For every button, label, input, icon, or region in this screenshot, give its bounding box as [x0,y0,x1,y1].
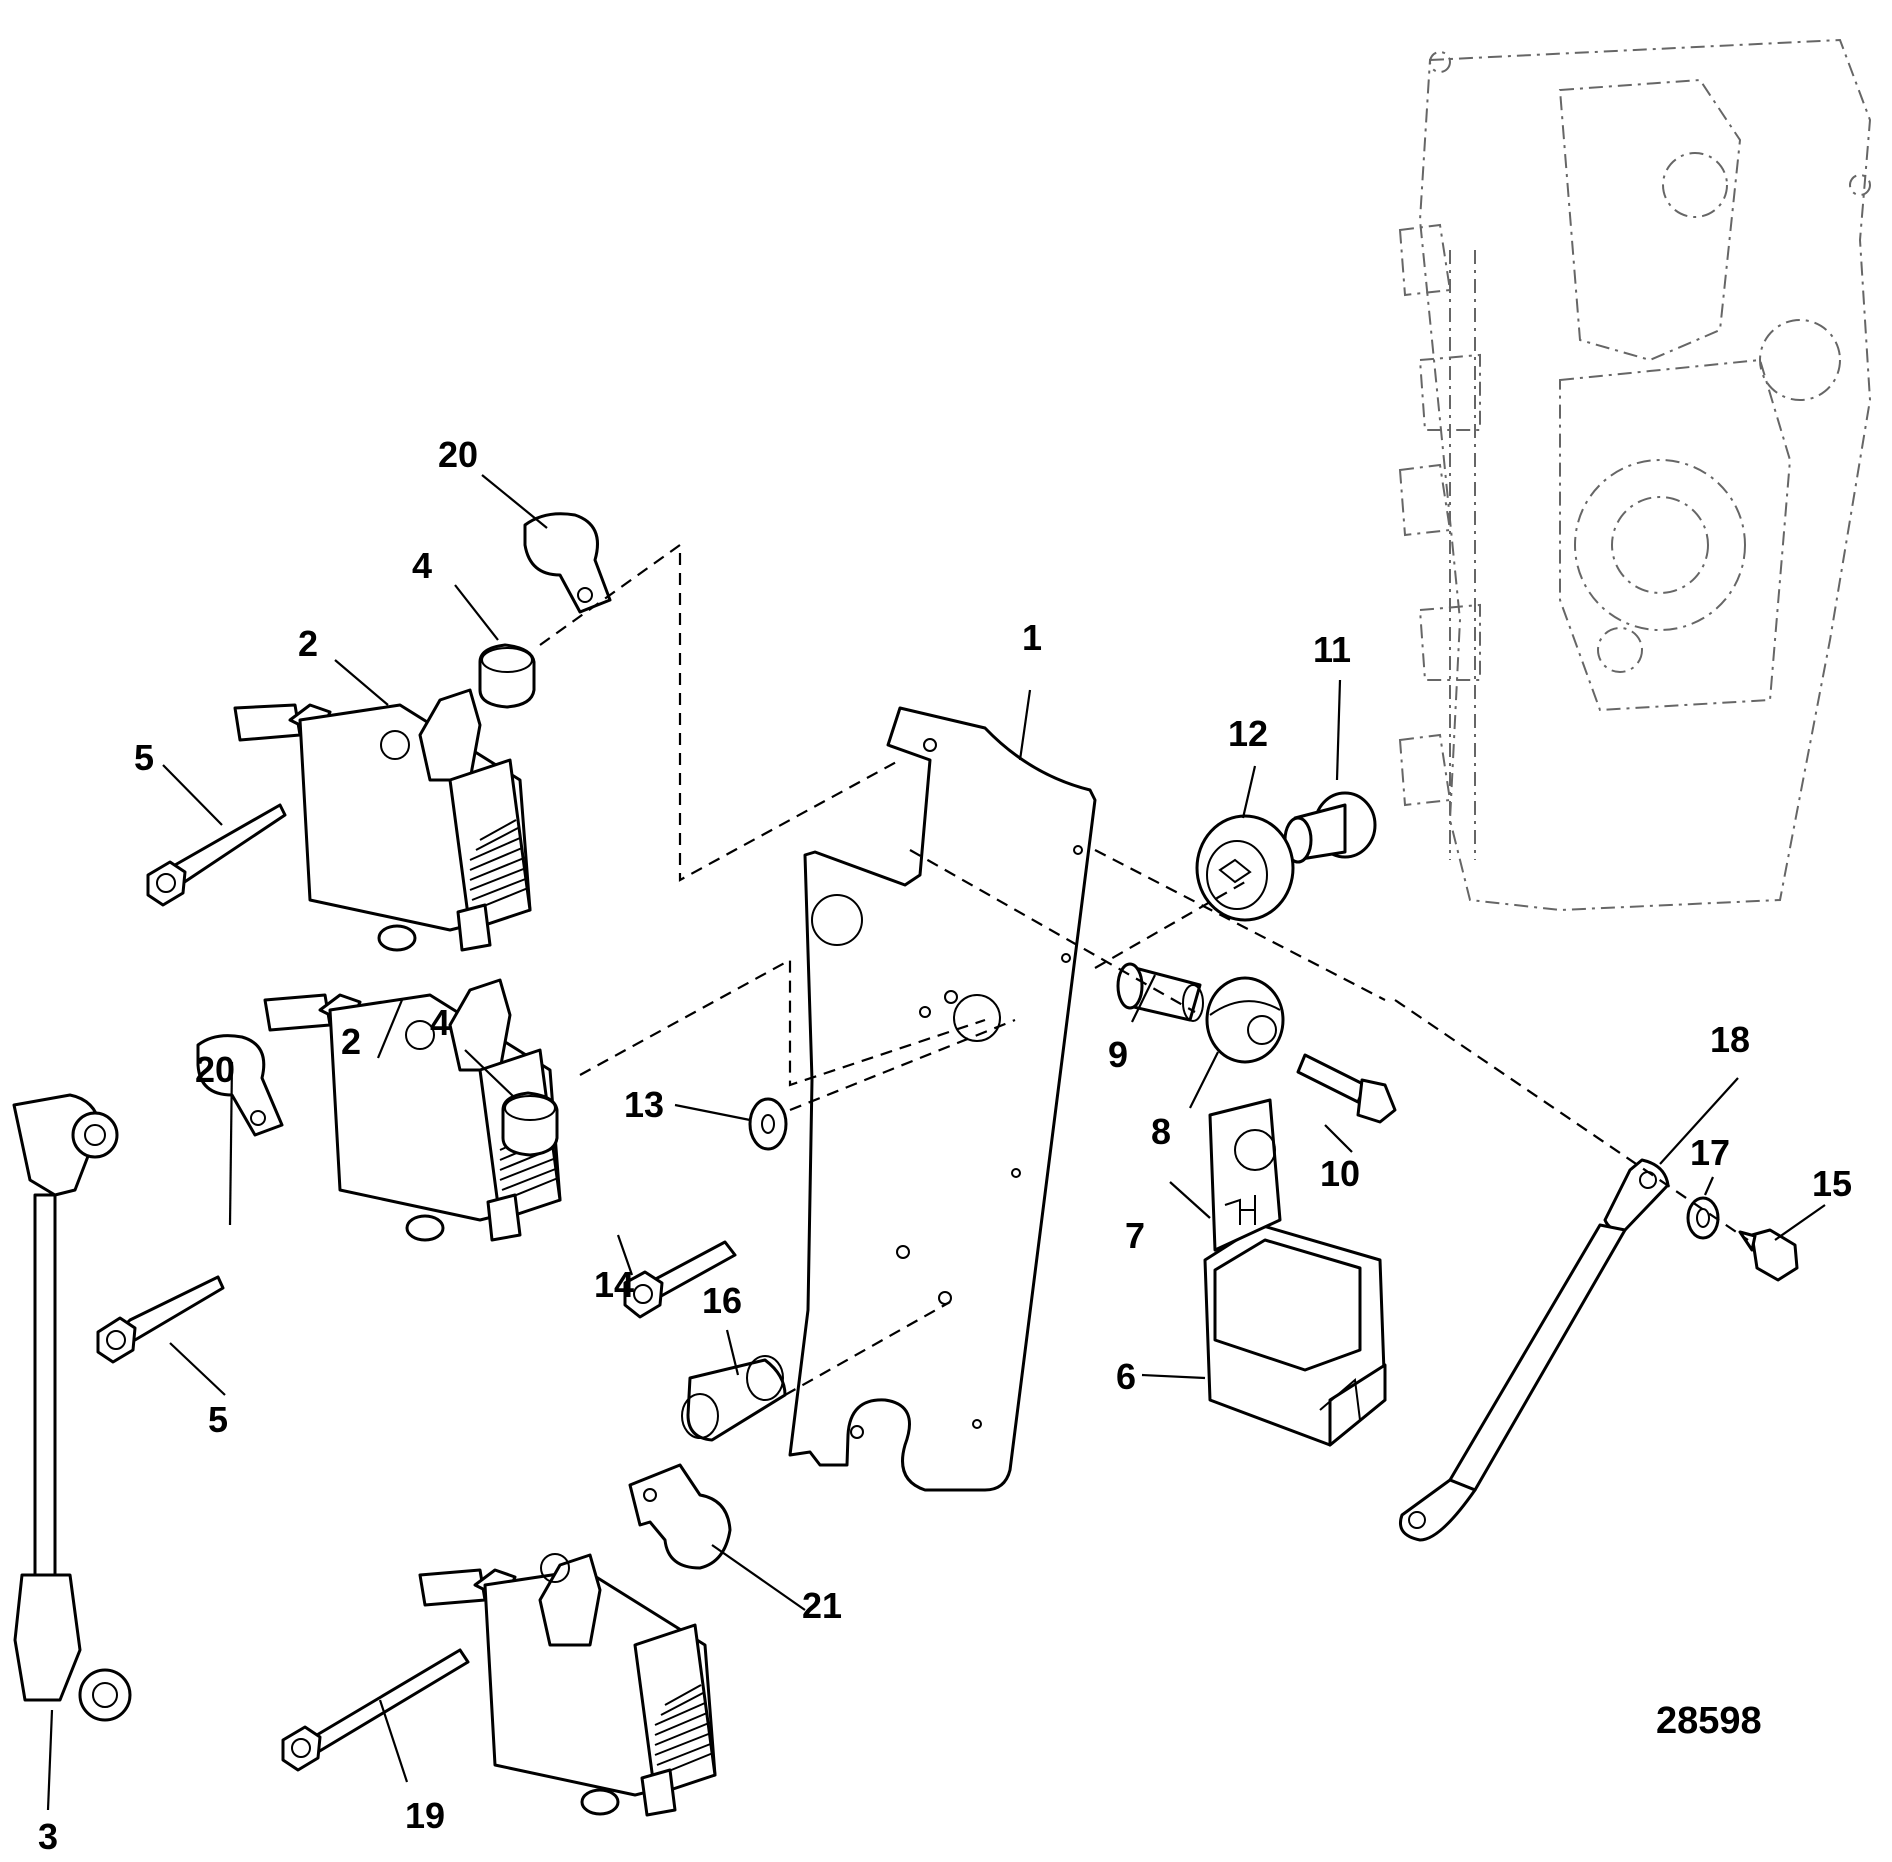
cable-clamp-middle [196,1034,284,1137]
figure-number: 28598 [1656,1700,1762,1742]
ignition-coil-upper [233,688,532,952]
callout-1: 1 [1022,617,1042,658]
callout-12: 12 [1228,713,1268,754]
callout-10: 10 [1320,1153,1360,1194]
spacer-lower [681,1355,787,1442]
bolt-15 [1738,1228,1799,1282]
bolt-10 [1296,1053,1397,1124]
bolt-14 [623,1240,737,1319]
callout-5: 5 [208,1399,228,1440]
ground-strap [1399,1158,1670,1542]
callout-20: 20 [438,434,478,475]
callout-9: 9 [1108,1034,1128,1075]
callout-14: 14 [594,1264,634,1305]
callout-13: 13 [624,1084,664,1125]
relay [1203,1223,1387,1447]
callout-18: 18 [1710,1019,1750,1060]
callout-16: 16 [702,1280,742,1321]
assembly-lines [539,542,1749,1396]
callout-4: 4 [430,1002,450,1043]
callout-7: 7 [1125,1215,1145,1256]
callout-5: 5 [134,737,154,778]
spark-plug-lead [12,1093,132,1722]
callout-4: 4 [412,545,432,586]
callout-2: 2 [298,623,318,664]
mounting-plate [788,706,1097,1492]
callouts: 1 2 2 3 4 4 5 5 6 7 8 9 10 11 12 13 14 1… [38,434,1852,1857]
sleeve-11 [1283,791,1377,864]
callout-20: 20 [195,1049,235,1090]
callout-21: 21 [802,1585,842,1626]
leader-lines [46,474,1826,1811]
callout-3: 3 [38,1816,58,1857]
callout-8: 8 [1151,1111,1171,1152]
cable-clamp-lower [628,1463,732,1570]
callout-19: 19 [405,1795,445,1836]
callout-2: 2 [341,1021,361,1062]
spacer-middle [501,1091,559,1157]
callout-6: 6 [1116,1356,1136,1397]
callout-11: 11 [1313,629,1351,670]
callout-15: 15 [1812,1163,1852,1204]
grommet-8 [1205,976,1285,1064]
callout-17: 17 [1690,1132,1730,1173]
relay-bracket [1208,1098,1282,1252]
bolt-19 [281,1648,470,1772]
washer-17 [1686,1196,1720,1240]
bolt-lower-left [96,1275,225,1364]
washer-13 [748,1097,788,1151]
ignition-coil-lower [418,1553,717,1817]
bolt-upper-left [146,803,287,907]
spacer-upper [478,643,536,709]
engine-block-phantom [1398,38,1872,912]
grommet-12 [1195,814,1295,922]
cable-clamp-upper [523,512,612,614]
